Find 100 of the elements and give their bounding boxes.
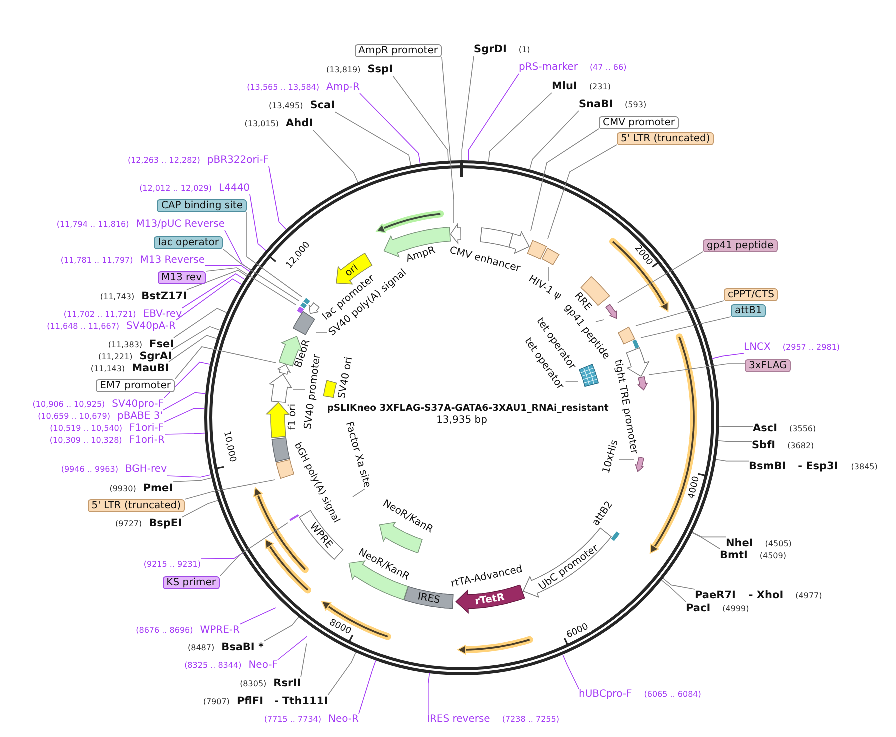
primer-position: (11,648 .. 11,667) bbox=[47, 320, 120, 332]
feature-label: gp41 peptide bbox=[703, 239, 778, 252]
cut-site-position: (13,819) bbox=[326, 64, 361, 76]
leader-line bbox=[220, 522, 288, 577]
primer-name: Neo-F bbox=[248, 660, 278, 672]
cut-site-position: (11,383) bbox=[108, 339, 143, 351]
leader-line bbox=[328, 652, 356, 696]
leader-line bbox=[176, 278, 242, 321]
enzyme-name: BsaBI * bbox=[222, 642, 264, 654]
feature-label: AmpR promoter bbox=[354, 44, 442, 58]
enzyme-name: BspEI bbox=[149, 518, 182, 530]
enzyme-name: SspI bbox=[368, 63, 393, 75]
enzyme-name: - Esp3I bbox=[798, 460, 838, 472]
primer-position: (8676 .. 8696) bbox=[136, 624, 194, 636]
leader-line bbox=[240, 608, 276, 625]
primer-name: Neo-R bbox=[328, 714, 359, 726]
leader-line bbox=[442, 57, 454, 224]
cut-site-position: (4999) bbox=[722, 603, 750, 615]
leader-line bbox=[222, 248, 300, 302]
feature-name: 10xHis bbox=[601, 439, 621, 475]
enzyme-name: PmeI bbox=[143, 482, 173, 494]
leader-line bbox=[661, 580, 686, 602]
leader-line bbox=[268, 166, 287, 230]
feature-label: cPPT/CTS bbox=[724, 288, 778, 301]
leader-line bbox=[334, 112, 412, 166]
leader-line bbox=[182, 500, 218, 518]
enzyme-name: MauBI bbox=[132, 362, 169, 374]
directional-feature bbox=[522, 527, 613, 599]
leader-line bbox=[358, 660, 376, 714]
enzyme-name: PaeR7I bbox=[695, 590, 736, 602]
primer-name: M13/pUC Reverse bbox=[136, 218, 225, 230]
cut-site-position: (9930) bbox=[110, 483, 136, 495]
feature-name: IRES bbox=[417, 592, 442, 606]
plasmid-name: pSLIKneo 3XFLAG-S37A-GATA6-3XAU1_RNAi_resistant bbox=[327, 403, 609, 415]
primer-name: BGH-rev bbox=[125, 464, 167, 476]
leader-line bbox=[562, 654, 580, 690]
primer-name: hUBCpro-F bbox=[579, 689, 632, 701]
leader-line bbox=[162, 392, 206, 411]
enzyme-name: AhdI bbox=[286, 117, 313, 129]
enzyme-name: ScaI bbox=[310, 99, 335, 111]
leader-line bbox=[719, 426, 754, 428]
cut-site-position: (11,221) bbox=[98, 351, 133, 363]
primer-name: L4440 bbox=[218, 182, 250, 194]
feature-label: CAP binding site bbox=[157, 200, 247, 212]
leader-line bbox=[548, 266, 550, 282]
feature-label: KS primer bbox=[162, 576, 220, 590]
enzyme-name: AscI bbox=[753, 422, 778, 434]
primer-position: (7715 .. 7734) bbox=[264, 714, 322, 726]
leader-line bbox=[316, 332, 328, 334]
primer-position: (11,702 .. 11,721) bbox=[64, 308, 136, 320]
feature-bar bbox=[288, 513, 301, 523]
primer-position: (13,565 .. 13,584) bbox=[247, 82, 320, 94]
enzyme-name: BmtI bbox=[720, 549, 748, 561]
primer-name: F1ori-F bbox=[130, 422, 164, 434]
enzyme-name: FseI bbox=[150, 338, 174, 350]
directional-feature bbox=[634, 456, 646, 473]
feature-box bbox=[403, 585, 455, 610]
primer-name: EBV-rev bbox=[143, 308, 182, 320]
enzyme-name: SgrAI bbox=[140, 350, 172, 362]
leader-line bbox=[462, 56, 474, 161]
cut-site-position: (3682) bbox=[788, 440, 814, 452]
enzyme-name: - Tth111I bbox=[274, 696, 328, 708]
directional-feature bbox=[276, 363, 292, 376]
cut-site-position: (1) bbox=[518, 44, 530, 56]
leader-line bbox=[640, 316, 732, 338]
cut-site-position: (4509) bbox=[760, 550, 786, 562]
leader-line bbox=[648, 364, 746, 376]
leader-line bbox=[200, 552, 244, 560]
feature-name: ori bbox=[343, 262, 360, 279]
primer-position: (9215 .. 9231) bbox=[144, 559, 201, 571]
feature-box bbox=[617, 326, 636, 346]
feature-label: CMV promoter bbox=[599, 116, 680, 129]
enzyme-name: SnaBI bbox=[579, 98, 614, 110]
primer-name: IRES reverse bbox=[427, 714, 490, 726]
primer-name: LNCX bbox=[744, 342, 771, 354]
feature-name: SV40 ori bbox=[336, 356, 356, 400]
primer-position: (2957 .. 2981) bbox=[782, 342, 840, 354]
cut-site-position: (4977) bbox=[796, 590, 822, 602]
cut-site-position: (4505) bbox=[765, 538, 792, 550]
feature-bar bbox=[296, 305, 306, 315]
directional-feature bbox=[308, 302, 321, 315]
feature-box bbox=[292, 310, 316, 336]
primer-name: pRS-marker bbox=[519, 62, 578, 74]
leader-line bbox=[184, 480, 276, 500]
leader-line bbox=[182, 274, 246, 309]
primer-position: (12,012 .. 12,029) bbox=[140, 182, 212, 194]
cut-site-position: (3845) bbox=[851, 461, 878, 473]
feature-name: Factor Xa site bbox=[343, 420, 373, 490]
feature-box bbox=[322, 379, 338, 399]
primer-position: (12,263 .. 12,282) bbox=[128, 154, 200, 166]
leader-line bbox=[530, 128, 600, 232]
feature-bar bbox=[610, 530, 621, 543]
primer-position: (9946 .. 9963) bbox=[61, 464, 118, 476]
primer-name: F1ori-R bbox=[129, 434, 165, 446]
cut-site-position: (8487) bbox=[188, 642, 215, 654]
leader-line bbox=[246, 212, 302, 298]
primer-position: (10,659 .. 10,679) bbox=[38, 410, 110, 422]
leader-line bbox=[352, 488, 366, 498]
directional-feature bbox=[637, 375, 649, 392]
leader-line bbox=[206, 268, 296, 306]
